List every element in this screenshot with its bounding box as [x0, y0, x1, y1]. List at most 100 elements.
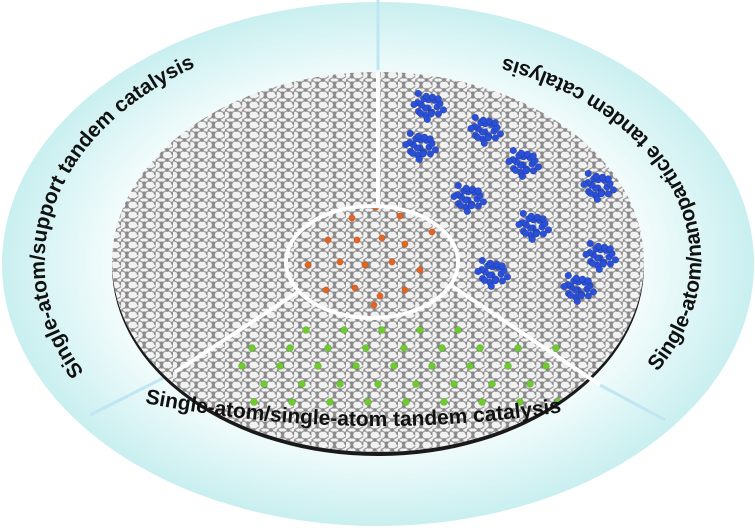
orange-atom — [304, 261, 312, 269]
nanoparticle-atom — [402, 140, 410, 149]
nanoparticle-atom — [586, 239, 594, 248]
nanoparticle-atom — [463, 207, 471, 215]
nanoparticle-atom — [532, 230, 541, 238]
nanoparticle-atom — [414, 132, 422, 140]
green-atom — [476, 344, 484, 352]
nanoparticle-atom — [512, 166, 520, 175]
green-atom — [302, 326, 310, 334]
green-atom — [314, 362, 322, 370]
orange-atom — [322, 286, 330, 294]
nanoparticle-atom — [422, 92, 430, 100]
nanoparticle-atom — [593, 195, 601, 203]
nanoparticle-atom — [454, 181, 462, 190]
nanoparticle-atom — [518, 172, 526, 180]
nanoparticle-atom — [406, 129, 414, 138]
green-atom — [412, 380, 420, 388]
orange-atom — [416, 266, 424, 274]
green-atom — [288, 398, 296, 406]
nanoparticle-atom — [474, 202, 483, 210]
green-atom — [362, 344, 370, 352]
nanoparticle-atom — [423, 115, 431, 123]
nanoparticle-atom — [597, 190, 606, 198]
nanoparticle-atom — [519, 209, 527, 218]
green-atom — [336, 380, 344, 388]
nanoparticle-atom — [509, 146, 517, 155]
nanoparticle-atom — [544, 226, 553, 234]
nanoparticle-atom — [471, 113, 479, 122]
nanoparticle-atom — [439, 106, 448, 114]
divider-right — [450, 284, 602, 387]
green-atom — [400, 344, 408, 352]
nanoparticle-atom — [479, 116, 487, 124]
green-atom — [250, 398, 258, 406]
nanoparticle-atom — [415, 155, 423, 163]
orange-atom — [378, 234, 386, 242]
green-atom — [438, 344, 446, 352]
green-atom — [416, 326, 424, 334]
green-atom — [428, 362, 436, 370]
nanoparticle-atom — [529, 152, 537, 160]
nanoparticle-atom — [527, 212, 535, 220]
nanoparticle-atom — [584, 277, 592, 285]
nanoparticle-atom — [417, 109, 425, 118]
green-atom — [326, 398, 334, 406]
green-atom — [516, 398, 524, 406]
nanoparticle-atom — [410, 100, 418, 109]
nanoparticle-atom — [567, 291, 575, 300]
green-atom — [526, 380, 534, 388]
orange-atom — [376, 292, 384, 300]
nanoparticle-atom — [589, 288, 598, 296]
nanoparticle-atom — [409, 149, 417, 158]
nanoparticle-atom — [606, 245, 614, 253]
nanoparticle-atom — [584, 169, 592, 178]
nanoparticle-atom — [498, 277, 507, 285]
nanoparticle-atom — [573, 297, 581, 305]
nanoparticle-atom — [589, 259, 597, 268]
nanoparticle-atom — [467, 124, 475, 133]
orange-atom — [353, 236, 361, 244]
ring-divider-right — [599, 383, 666, 422]
orange-atom — [401, 240, 409, 248]
orange-atom — [370, 301, 378, 309]
green-atom — [374, 380, 382, 388]
orange-atom — [336, 258, 344, 266]
green-single-atoms — [238, 326, 562, 406]
nanoparticle-atom — [595, 265, 603, 273]
nanoparticle-atom — [426, 150, 435, 158]
nanoparticle-atom — [487, 282, 495, 290]
nanoparticle-atom — [587, 189, 595, 198]
nanoparticle-atom — [496, 130, 505, 138]
green-atom — [324, 344, 332, 352]
nanoparticle-atom — [580, 180, 588, 189]
center-circle — [284, 204, 460, 320]
nanoparticle-atom — [481, 276, 489, 285]
green-atom — [552, 344, 560, 352]
nanoparticle-atom — [426, 135, 434, 143]
nanoparticle-atom — [503, 273, 512, 281]
nanoparticle-atom — [528, 235, 536, 243]
nanoparticle-atom — [474, 187, 482, 195]
nanoparticle-atom — [491, 119, 499, 127]
nanoparticle-atom — [560, 282, 568, 291]
nanoparticle-atom — [434, 110, 443, 118]
nanoparticle-atom — [419, 150, 428, 158]
nanoparticle-atom — [594, 242, 602, 250]
green-atom — [238, 362, 246, 370]
nanoparticle-atom — [434, 95, 442, 103]
nanoparticle-atom — [427, 110, 436, 118]
orange-atom — [348, 214, 356, 222]
divider-left — [173, 290, 300, 374]
nanoparticle-atom — [480, 139, 488, 147]
nanoparticle-atom — [431, 146, 440, 154]
nanoparticle-atom — [462, 184, 470, 192]
nanoparticle-atom — [450, 192, 458, 201]
nanoparticle-atom — [582, 250, 590, 259]
green-atom — [478, 398, 486, 406]
nanoparticle-atom — [577, 292, 586, 300]
nanoparticle-atom — [479, 198, 488, 206]
orange-atom — [324, 236, 332, 244]
nanoparticle-clusters — [402, 89, 620, 305]
nanoparticle-atom — [505, 157, 513, 166]
green-atom — [260, 380, 268, 388]
